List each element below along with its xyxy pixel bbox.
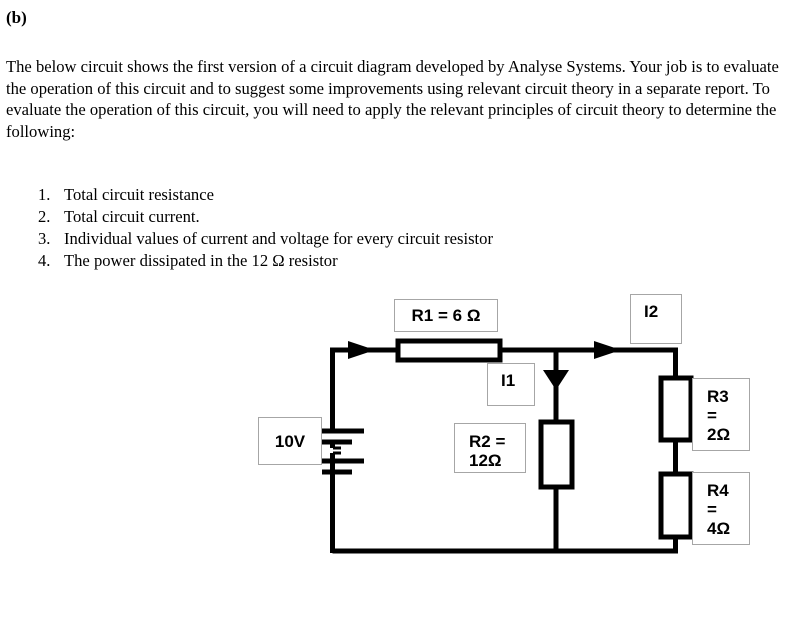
resistor-r2-symbol [538,419,575,490]
label-r1: R1 = 6 Ω [394,299,498,332]
label-i1: I1 [487,363,535,406]
list-item-number: 1. [38,185,51,204]
list-item-text: Total circuit current. [64,207,200,226]
list-item: 3. Individual values of current and volt… [38,228,706,250]
label-r2: R2 = 12Ω [454,423,526,473]
list-item: 4. The power dissipated in the 12 Ω resi… [38,250,706,272]
label-r4: R4 = 4Ω [692,472,750,545]
part-label: (b) [6,8,27,27]
resistor-r4-symbol [658,471,694,540]
resistor-r3-symbol [658,375,694,443]
label-r2-text: R2 = 12Ω [469,432,506,470]
current-arrow-total-icon [348,341,375,359]
label-r3-text: R3 = 2Ω [707,387,731,444]
list-item: 2. Total circuit current. [38,206,706,228]
list-item-number: 2. [38,207,51,226]
list-item-number: 4. [38,251,51,270]
label-i2: I2 [630,294,682,344]
label-voltage-source: 10V [258,417,322,465]
node-junction-bottom [555,550,557,552]
resistor-r1-symbol [395,338,503,363]
list-item: 1. Total circuit resistance [38,184,706,206]
current-arrow-i1-icon [543,370,569,390]
label-r3: R3 = 2Ω [692,378,750,451]
list-item-text: The power dissipated in the 12 Ω resisto… [64,251,338,270]
list-item-number: 3. [38,229,51,248]
current-arrow-i2-icon [594,341,621,359]
list-item-text: Individual values of current and voltage… [64,229,493,248]
question-paragraph: The below circuit shows the first versio… [6,57,779,141]
label-i1-text: I1 [501,371,516,390]
node-junction-top [555,349,557,351]
list-item-text: Total circuit resistance [64,185,214,204]
label-r4-text: R4 = 4Ω [707,481,731,538]
label-i2-text: I2 [644,302,659,321]
requirements-list: 1. Total circuit resistance 2. Total cir… [6,184,706,272]
